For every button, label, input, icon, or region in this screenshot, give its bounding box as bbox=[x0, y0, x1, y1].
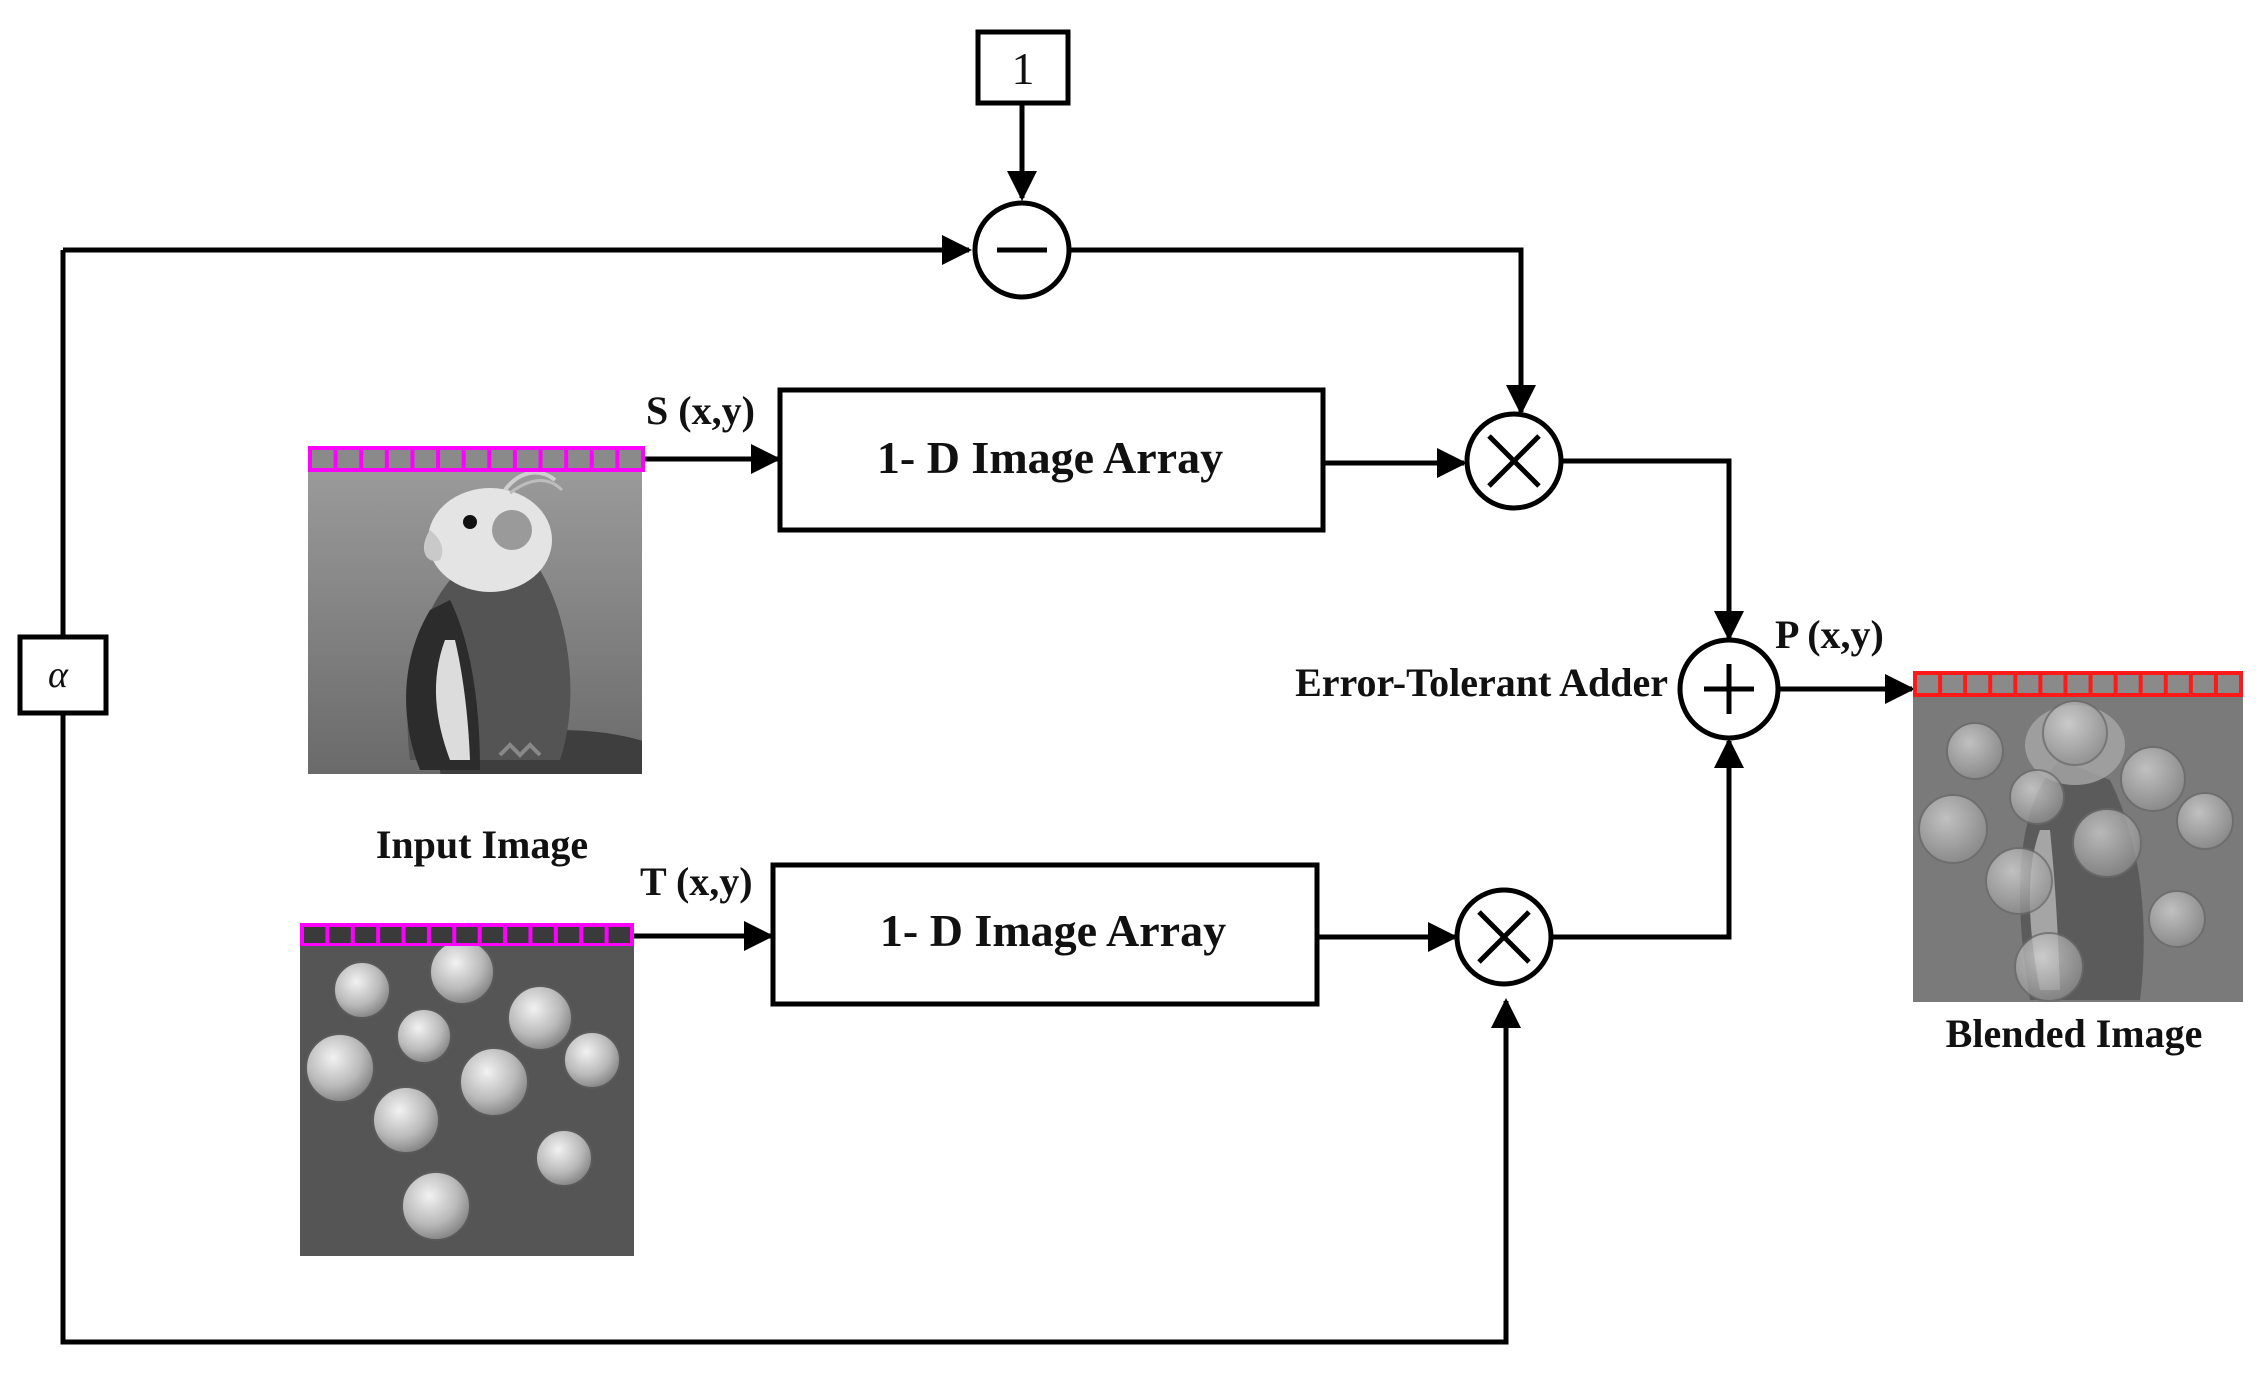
pixel-cell bbox=[568, 450, 590, 468]
array-top-label: 1- D Image Array bbox=[877, 432, 1223, 483]
pixel-cell bbox=[388, 450, 411, 468]
coin bbox=[2072, 808, 2142, 878]
coin bbox=[563, 1031, 621, 1089]
coin bbox=[2148, 890, 2206, 948]
pixel-cell bbox=[532, 927, 554, 943]
coins-group bbox=[305, 946, 621, 1241]
pixel-cell bbox=[405, 927, 427, 943]
coin bbox=[305, 1033, 375, 1103]
blended-image-label: Blended Image bbox=[1946, 1011, 2203, 1056]
wire-subtractor-to-multiplier-top bbox=[1069, 247, 1536, 415]
coin bbox=[372, 1086, 440, 1154]
wire-multiplier-bottom-to-adder bbox=[1553, 738, 1744, 940]
coin bbox=[333, 961, 391, 1019]
parrot-image bbox=[308, 472, 642, 774]
coin bbox=[2014, 932, 2084, 1002]
pixel-cell bbox=[456, 927, 478, 943]
wire-multiplier-top-to-adder bbox=[1563, 458, 1744, 641]
adder-label: Error-Tolerant Adder bbox=[1295, 660, 1668, 705]
blended-coins-group bbox=[1918, 700, 2234, 1002]
pixel-cell bbox=[619, 450, 641, 468]
array-bottom-label: 1- D Image Array bbox=[880, 905, 1226, 956]
coin bbox=[2176, 792, 2234, 850]
multiply-icon bbox=[1487, 434, 1541, 488]
signal-s-label: S (x,y) bbox=[646, 388, 755, 433]
wire-alpha-to-multiplier-bottom bbox=[60, 713, 1521, 1345]
pixel-cell bbox=[329, 927, 351, 943]
coin bbox=[507, 985, 573, 1051]
coin bbox=[429, 946, 495, 1005]
coins-image bbox=[300, 946, 634, 1256]
pixel-cell bbox=[430, 927, 453, 943]
coin bbox=[1946, 722, 2004, 780]
coin bbox=[2042, 700, 2108, 766]
array-top-block: 1- D Image Array bbox=[777, 387, 1326, 533]
coin bbox=[2009, 769, 2065, 825]
alpha-label: α bbox=[48, 654, 69, 696]
pixel-cell bbox=[2142, 675, 2164, 693]
pixel-cell bbox=[507, 927, 529, 943]
pixel-cell bbox=[337, 450, 360, 468]
coin bbox=[2120, 746, 2186, 812]
pixel-cell bbox=[414, 450, 437, 468]
coin bbox=[401, 1171, 471, 1241]
coin bbox=[1985, 847, 2053, 915]
coin bbox=[459, 1047, 529, 1117]
pixel-cell bbox=[2167, 675, 2189, 693]
pixel-cell bbox=[2067, 675, 2089, 693]
multiplier-bottom-node bbox=[1454, 887, 1554, 987]
pixel-cell bbox=[608, 927, 630, 943]
blended-image bbox=[1913, 697, 2243, 1002]
pixel-cell bbox=[2092, 675, 2114, 693]
array-bottom-block: 1- D Image Array bbox=[770, 862, 1320, 1007]
coin bbox=[396, 1008, 452, 1064]
pixel-cell bbox=[2192, 675, 2214, 693]
pixel-cell bbox=[481, 927, 504, 943]
input-pixel-strip-bottom bbox=[300, 923, 634, 947]
signal-t-label: T (x,y) bbox=[640, 859, 753, 904]
pixel-cell bbox=[583, 927, 605, 943]
pixel-cell bbox=[2117, 675, 2139, 693]
coin bbox=[1918, 794, 1988, 864]
pixel-cell bbox=[2017, 675, 2039, 693]
constant-one-label: 1 bbox=[1012, 43, 1035, 94]
pixel-cell bbox=[354, 927, 377, 943]
pixel-cell bbox=[593, 450, 616, 468]
pixel-cell bbox=[363, 450, 385, 468]
pixel-cell bbox=[1917, 675, 1939, 693]
pixel-cell bbox=[465, 450, 488, 468]
pixel-cell bbox=[380, 927, 402, 943]
signal-p-label: P (x,y) bbox=[1775, 612, 1884, 657]
output-pixel-strip bbox=[1913, 671, 2243, 697]
input-image-label: Input Image bbox=[376, 822, 588, 867]
constant-one-block: 1 bbox=[975, 29, 1071, 106]
adder-node bbox=[1677, 637, 1781, 741]
pixel-cell bbox=[1942, 675, 1964, 693]
pixel-cell bbox=[1967, 675, 1989, 693]
pixel-cell bbox=[312, 450, 334, 468]
input-pixel-strip-top bbox=[308, 446, 645, 472]
pixel-cell bbox=[2217, 675, 2239, 693]
pixel-cell bbox=[557, 927, 580, 943]
multiplier-top-node bbox=[1464, 411, 1564, 511]
alpha-block: α bbox=[17, 634, 109, 716]
pixel-cell bbox=[304, 927, 326, 943]
pixel-cell bbox=[516, 450, 539, 468]
pixel-cell bbox=[1992, 675, 2014, 693]
pixel-cell bbox=[440, 450, 462, 468]
pixel-cell bbox=[2042, 675, 2064, 693]
pixel-cell bbox=[542, 450, 565, 468]
subtractor-node bbox=[972, 200, 1072, 300]
multiply-icon bbox=[1477, 910, 1531, 964]
pixel-cell bbox=[491, 450, 513, 468]
plus-icon bbox=[1704, 664, 1754, 714]
coin bbox=[535, 1129, 593, 1187]
